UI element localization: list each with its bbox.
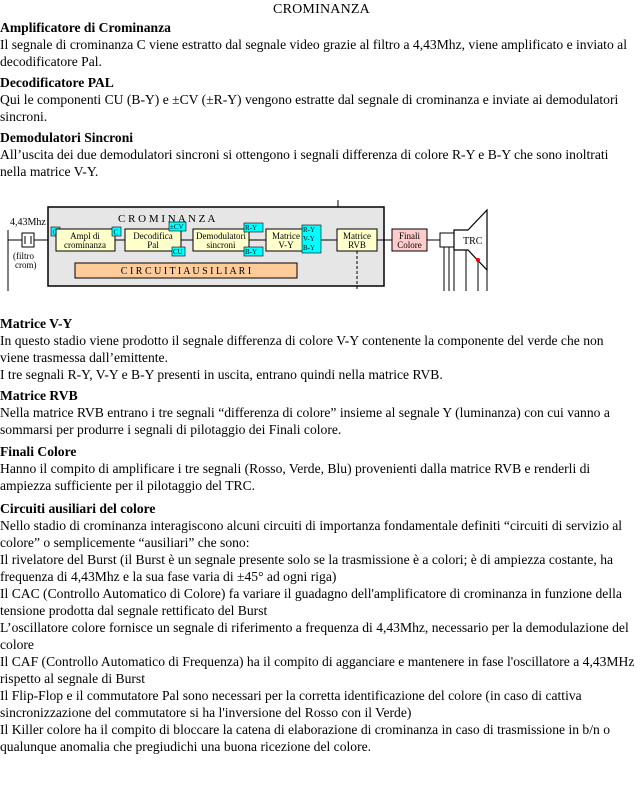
list-item: Il Flip-Flop e il commutatore Pal sono n… (0, 688, 582, 720)
section-amplificatore: Amplificatore di Crominanza Il segnale d… (0, 19, 636, 70)
section-text: Il segnale di crominanza C viene estratt… (0, 37, 627, 69)
trc-label: TRC (463, 236, 483, 247)
section-text: Qui le componenti CU (B-Y) e ±CV (±R-Y) … (0, 92, 619, 124)
section-heading: Demodulatori Sincroni (0, 130, 134, 145)
section-matrice-rvb: Matrice RVB Nella matrice RVB entrano i … (0, 387, 636, 438)
c-tag-2-label: C (114, 229, 119, 237)
matvy-label-2: V-Y (278, 240, 294, 250)
c-tag-label: C (53, 229, 58, 237)
finali-label-1: Finali (399, 231, 421, 241)
section-heading: Finali Colore (0, 444, 77, 459)
input-frequency-label: 4,43Mhz (10, 217, 46, 228)
list-item: Il rivelatore del Burst (il Burst è un s… (0, 552, 614, 584)
out-by-label: B-Y (303, 244, 315, 252)
output-tags (301, 224, 322, 254)
finali-label-2: Colore (397, 240, 422, 250)
by-tag-label: B-Y (245, 248, 257, 256)
section-text-2: I tre segnali R-Y, V-Y e B-Y presenti in… (0, 367, 443, 382)
trc-tube-icon (439, 208, 488, 291)
cv-tag (168, 221, 187, 232)
filter-label-1: (filtro (13, 251, 34, 261)
section-heading: Matrice RVB (0, 388, 78, 403)
matvy-label-1: Matrice (272, 231, 300, 241)
ampl-label-2: crominanza (64, 240, 106, 250)
cv-tag-label: ±CV (170, 223, 184, 231)
section-demodulatori: Demodulatori Sincroni All’uscita dei due… (0, 129, 636, 180)
list-item: Il CAF (Controllo Automatico di Frequenz… (0, 654, 635, 686)
aux-circuits-label: C I R C U I T I A U S I L I A R I (121, 266, 251, 277)
ry-tag (243, 222, 264, 233)
crominanza-label: C R O M I N A N Z A (118, 213, 216, 225)
by-tag (243, 246, 264, 257)
decoder-label-1: Decodifica (133, 231, 172, 241)
section-text: Hanno il compito di amplificare i tre se… (0, 461, 591, 493)
section-text: Nella matrice RVB entrano i tre segnali … (0, 405, 610, 437)
matrvb-label-2: RVB (348, 240, 366, 250)
out-vy-label: V-Y (303, 235, 315, 243)
list-item: Il Killer colore ha il compito di blocca… (0, 722, 610, 754)
cu-tag (171, 246, 186, 257)
out-ry-label: R-Y (303, 226, 315, 234)
section-heading: Circuiti ausiliari del colore (0, 501, 156, 516)
filter-label-2: crom) (15, 260, 37, 270)
section-matrice-vy: Matrice V-Y In questo stadio viene prodo… (0, 315, 636, 383)
section-finali-colore: Finali Colore Hanno il compito di amplif… (0, 443, 636, 494)
ampl-label-1: Ampl di (70, 231, 100, 241)
page-title: CROMINANZA (273, 2, 370, 17)
list-item: Il CAC (Controllo Automatico di Colore) … (0, 586, 622, 618)
matrvb-label-1: Matrice (343, 231, 371, 241)
section-circuiti-ausiliari: Circuiti ausiliari del colore Nello stad… (0, 500, 636, 755)
ry-tag-label: R-Y (245, 224, 257, 232)
section-text: Nello stadio di crominanza interagiscono… (0, 518, 623, 550)
c-tag-2 (111, 226, 122, 237)
block-diagram: 4,43Mhz (filtro crom) C R O M I N A N Z … (7, 200, 488, 291)
section-decodificatore: Decodificatore PAL Qui le componenti CU … (0, 74, 636, 125)
cu-tag-label: CU (173, 248, 183, 256)
section-text: All’uscita dei due demodulatori sincroni… (0, 147, 609, 179)
filter-symbol (21, 232, 35, 248)
decoder-label-2: Pal (147, 240, 159, 250)
demod-label-1: Demodulatori (196, 231, 246, 241)
list-item: L’oscillatore colore fornisce un segnale… (0, 620, 629, 652)
section-heading: Matrice V-Y (0, 316, 73, 331)
section-heading: Decodificatore PAL (0, 75, 114, 90)
aux-circuits-block (74, 262, 298, 279)
section-heading: Amplificatore di Crominanza (0, 20, 171, 35)
demod-label-2: sincroni (207, 240, 236, 250)
section-text: In questo stadio viene prodotto il segna… (0, 333, 604, 365)
